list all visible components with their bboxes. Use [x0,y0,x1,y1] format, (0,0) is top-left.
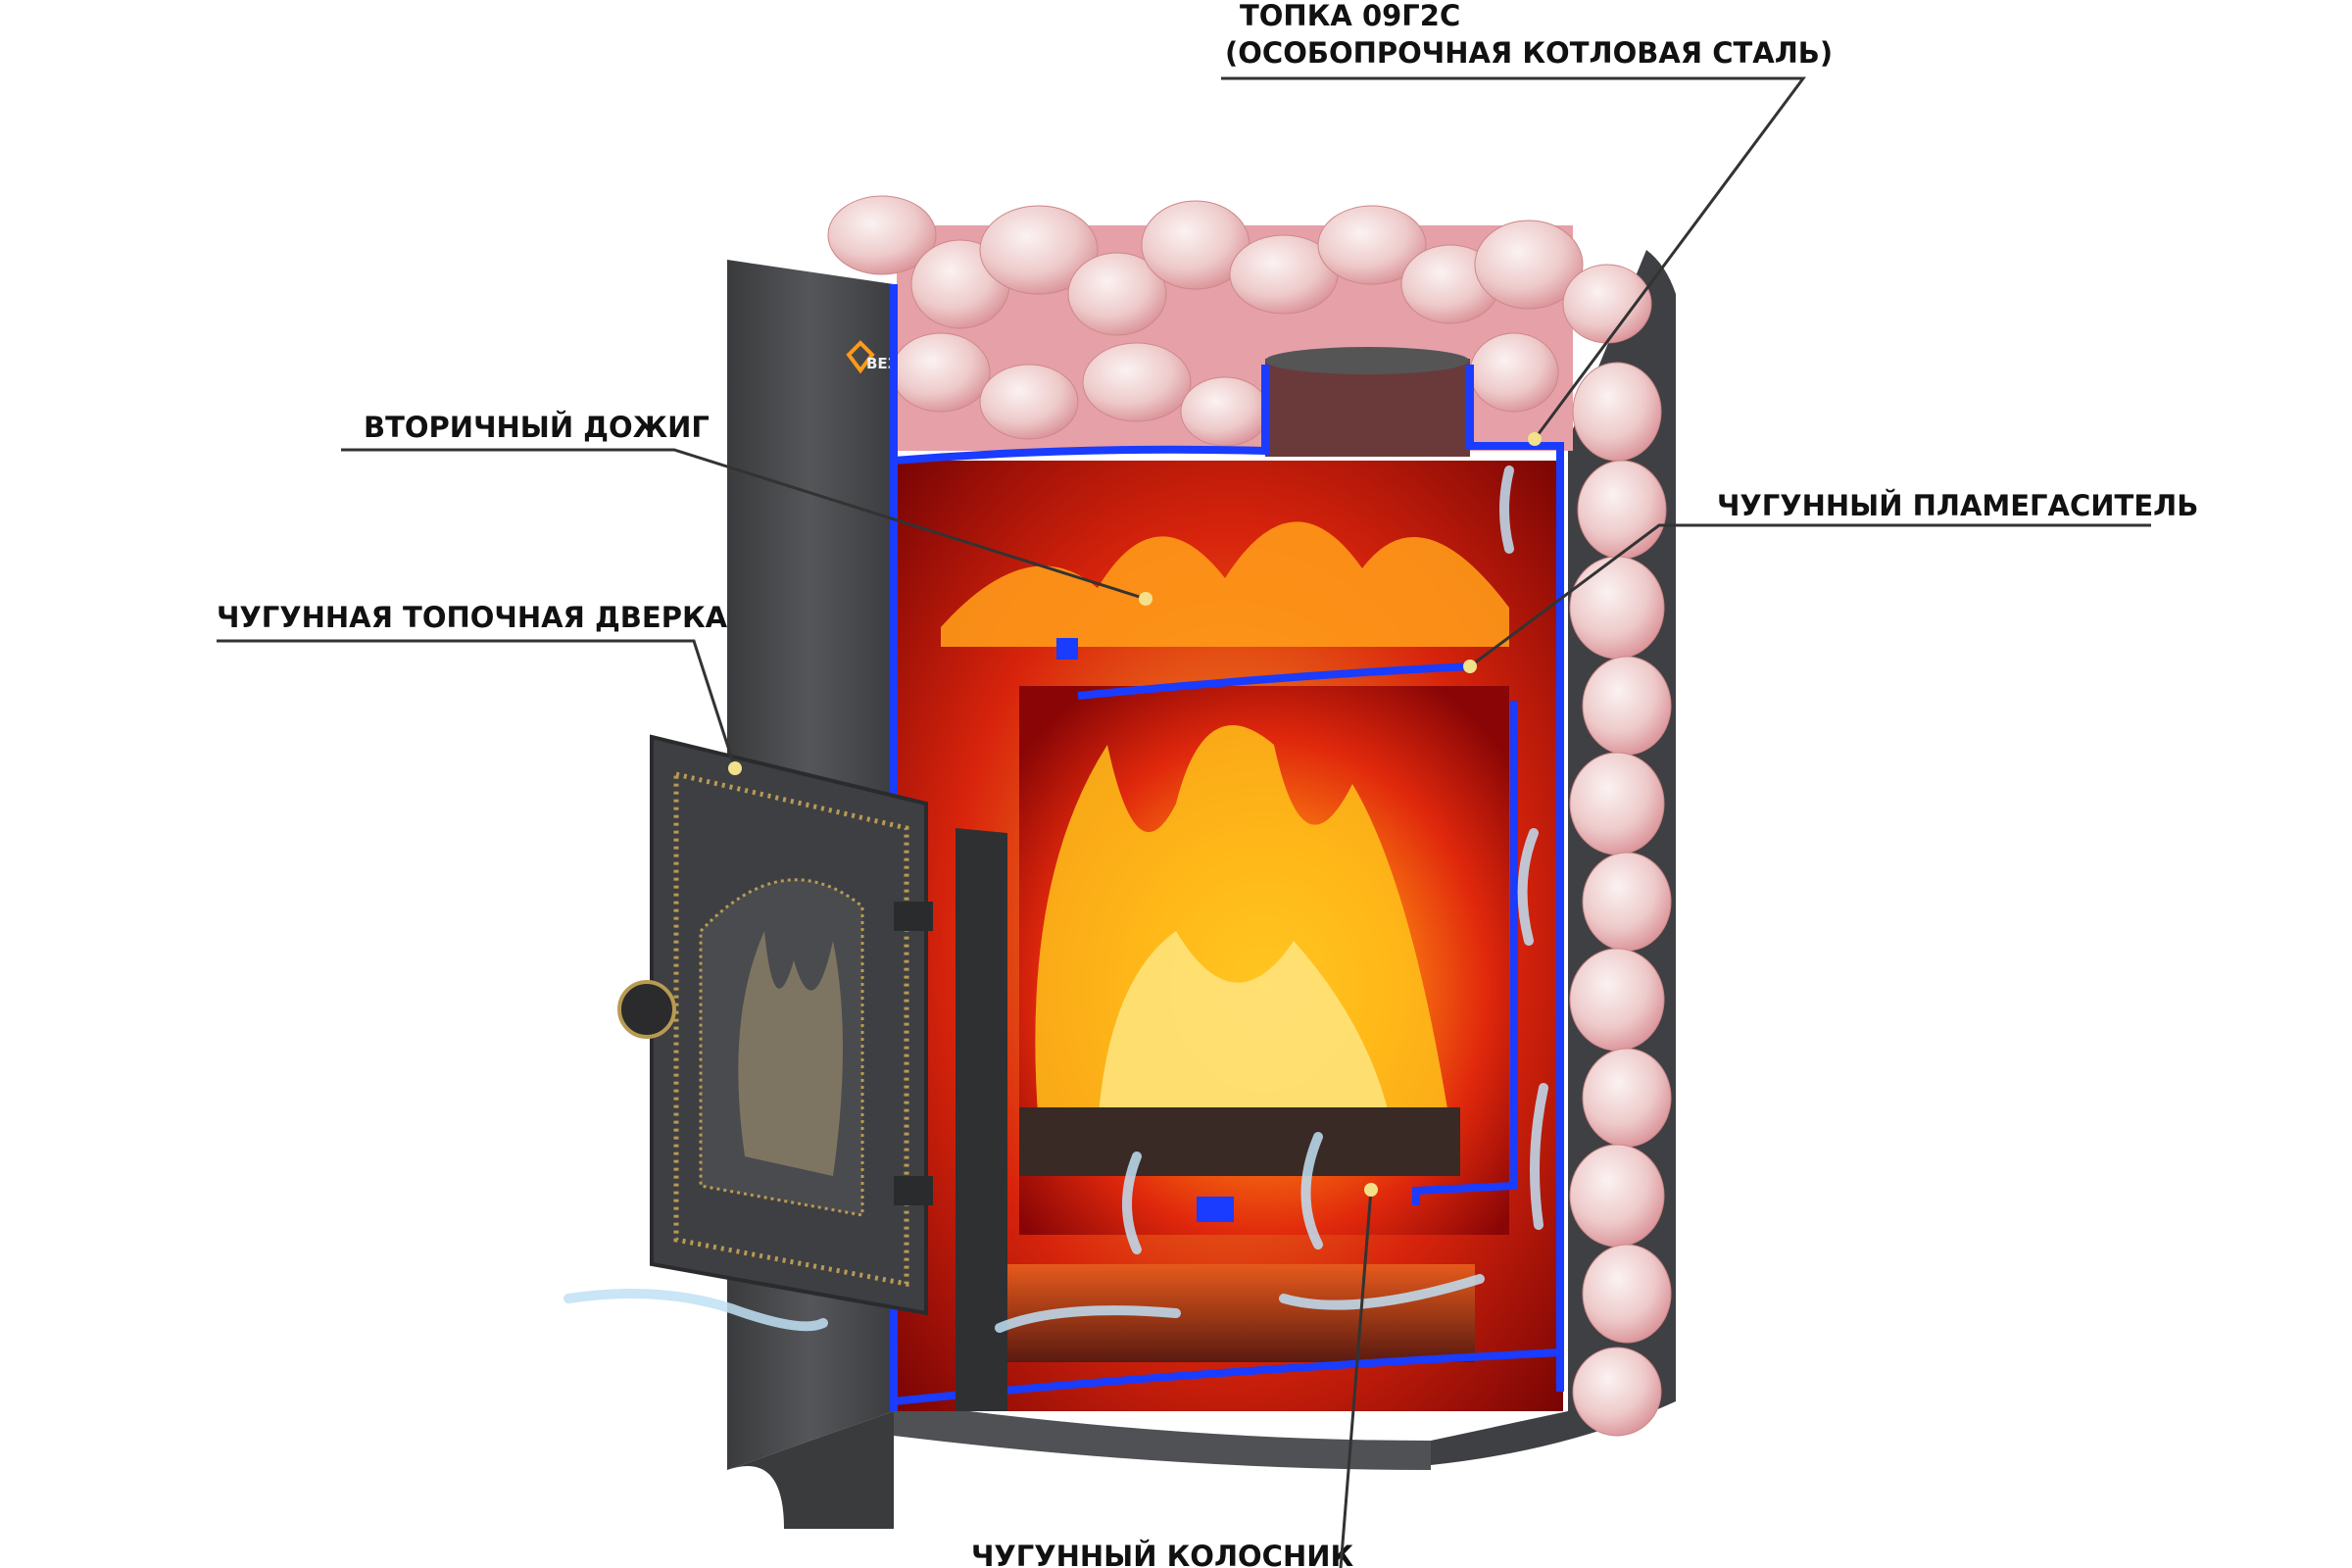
callout-grate: ЧУГУННЫЙ КОЛОСНИК [971,1183,1378,1568]
door-handle [617,980,676,1039]
callout-dot [1139,592,1152,606]
callout-flame-arrester: ЧУГУННЫЙ ПЛАМЕГАСИТЕЛЬ [1463,489,2198,673]
hinge-top [894,902,933,931]
stove-leg [727,1411,894,1529]
svg-text:ТОПКА 09Г2С: ТОПКА 09Г2С [1240,0,1460,32]
callout-dot [1364,1183,1378,1197]
callout-secondary-burn: ВТОРИЧНЫЙ ДОЖИГ [341,411,1152,606]
callout-dot [728,761,742,775]
hinge-bottom [894,1176,933,1205]
callout-dot [1463,660,1477,673]
bottom-curve [894,1401,1431,1470]
logs [1019,1107,1460,1176]
svg-text:ВТОРИЧНЫЙ ДОЖИГ: ВТОРИЧНЫЙ ДОЖИГ [364,411,710,444]
callout-door: ЧУГУННАЯ ТОПОЧНАЯ ДВЕРКА [217,601,742,775]
svg-text:ЧУГУННЫЙ ПЛАМЕГАСИТЕЛЬ: ЧУГУННЫЙ ПЛАМЕГАСИТЕЛЬ [1717,489,2198,522]
callout-dot [1528,432,1542,446]
svg-text:ЧУГУННАЯ ТОПОЧНАЯ ДВЕРКА: ЧУГУННАЯ ТОПОЧНАЯ ДВЕРКА [217,601,728,634]
svg-text:ЧУГУННЫЙ КОЛОСНИК: ЧУГУННЫЙ КОЛОСНИК [971,1540,1354,1568]
callout-firebox-steel: ТОПКА 09Г2С (ОСОБОПРОЧНАЯ КОТЛОВАЯ СТАЛЬ… [1221,0,1833,446]
firebox [890,284,1564,1411]
flame-relief [738,931,843,1176]
cast-iron-door [617,734,1007,1411]
svg-text:(ОСОБОПРОЧНАЯ КОТЛОВАЯ СТАЛЬ): (ОСОБОПРОЧНАЯ КОТЛОВАЯ СТАЛЬ) [1225,36,1833,70]
flue-pipe [1265,347,1470,457]
airflow-arrows [564,466,1548,1333]
secondary-flame [941,521,1509,647]
